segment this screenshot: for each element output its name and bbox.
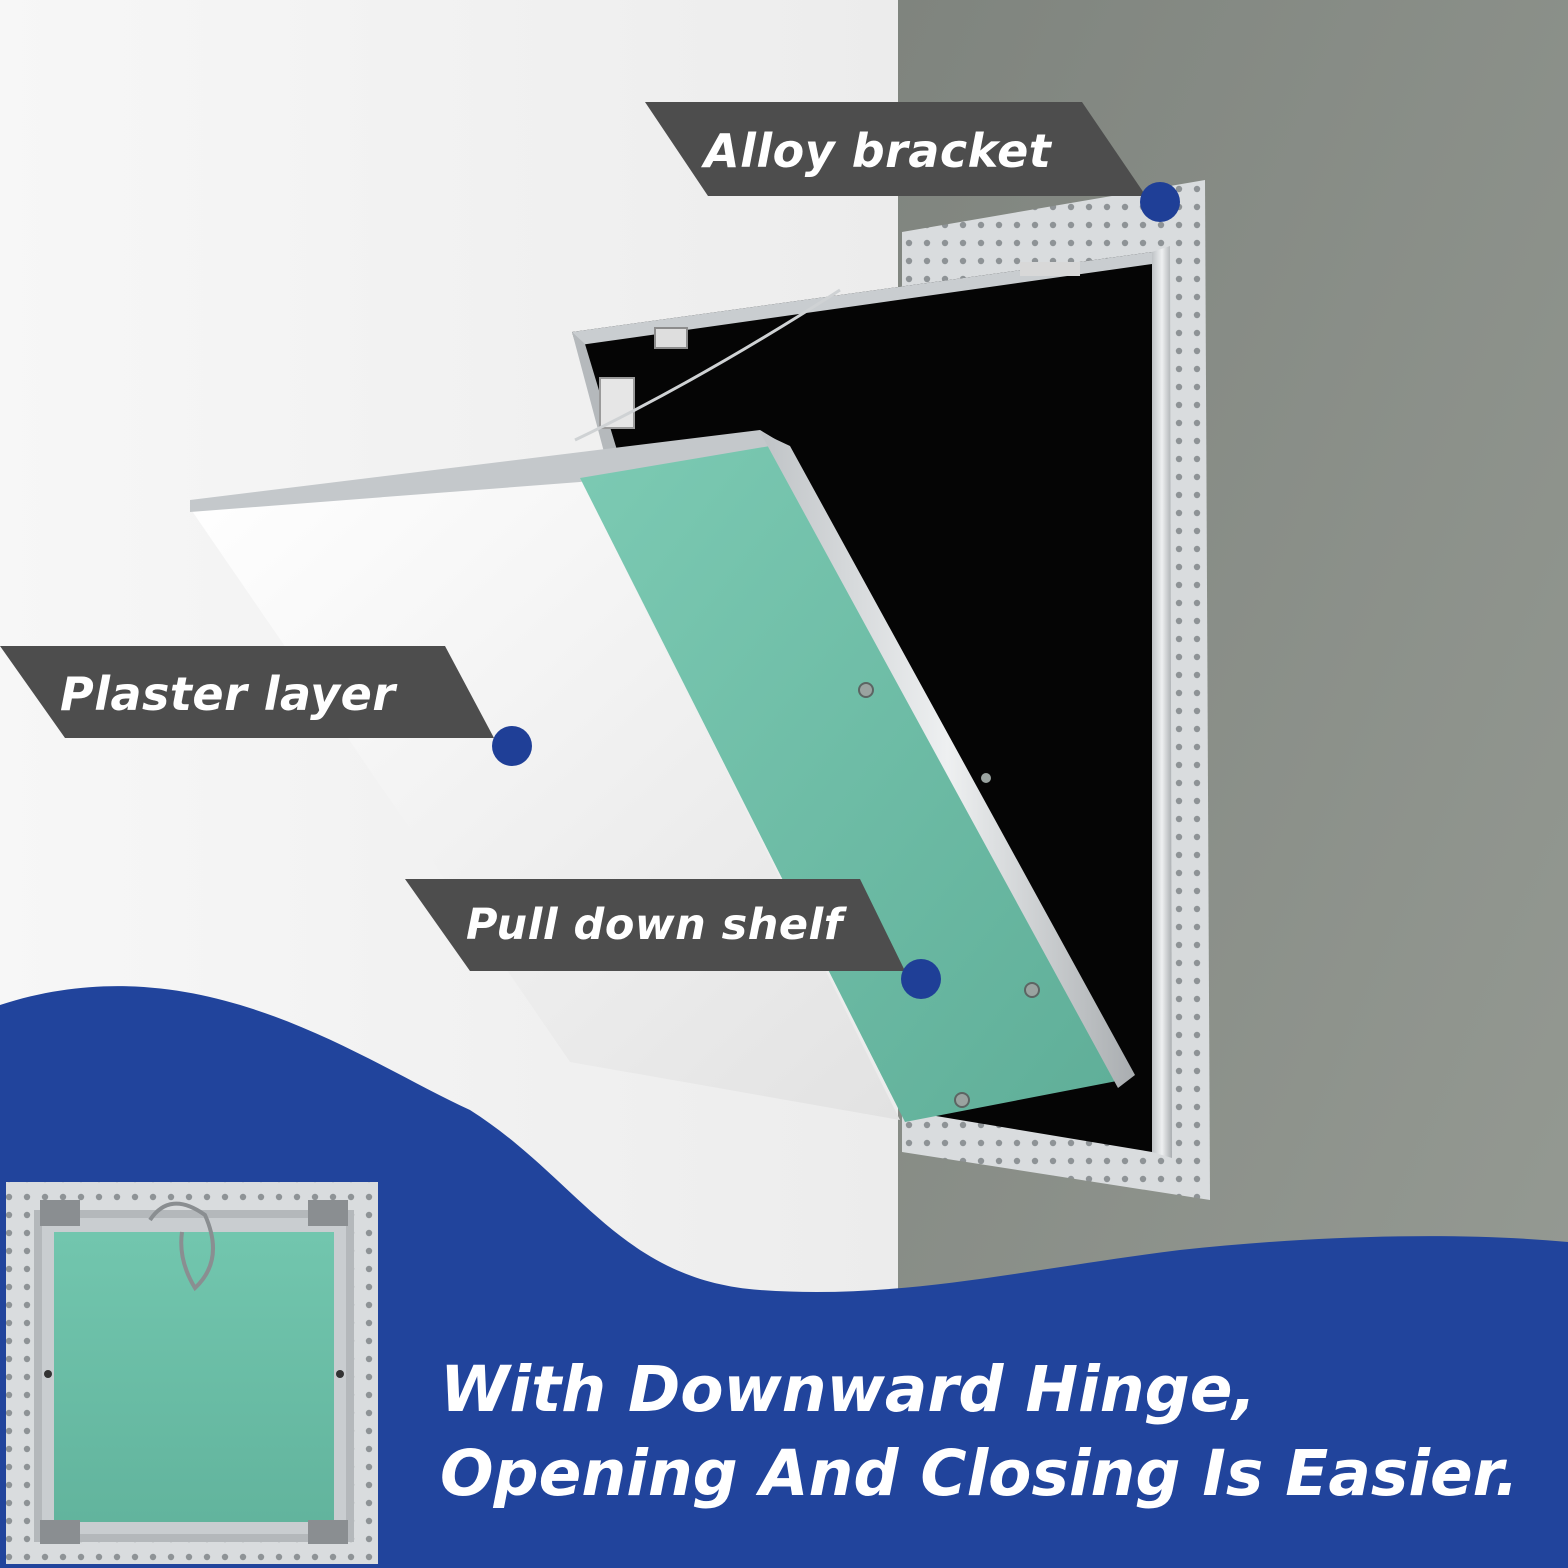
pull-down-shelf-banner bbox=[405, 879, 905, 971]
pull-down-shelf-marker bbox=[901, 959, 941, 999]
headline-line-1: With Downward Hinge, bbox=[440, 1353, 1257, 1426]
pull-down-shelf-label: Pull down shelf bbox=[466, 900, 843, 950]
headline: With Downward Hinge, Opening And Closing… bbox=[440, 1348, 1550, 1516]
closed-panel-thumbnail bbox=[6, 1182, 378, 1564]
plaster-layer-label: Plaster layer bbox=[60, 667, 396, 721]
alloy-bracket-banner bbox=[645, 102, 1146, 196]
alloy-bracket-label: Alloy bracket bbox=[704, 124, 1052, 178]
alloy-bracket-marker bbox=[1140, 182, 1180, 222]
headline-line-2: Opening And Closing Is Easier. bbox=[440, 1437, 1519, 1510]
plaster-layer-banner bbox=[0, 646, 494, 738]
plaster-layer-marker bbox=[492, 726, 532, 766]
